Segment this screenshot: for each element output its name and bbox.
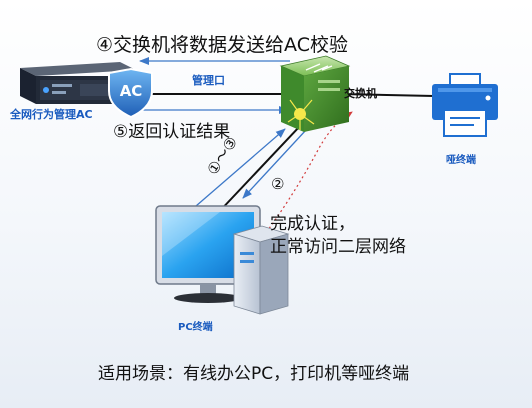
step4-label: ④交换机将数据发送给AC校验 <box>96 34 348 56</box>
desktop-computer-icon <box>155 205 290 315</box>
auth-done-line2: 正常访问二层网络 <box>270 237 406 257</box>
arrow-steps-1-3 <box>195 128 286 207</box>
mgmt-port-label: 管理口 <box>192 74 225 87</box>
pc-terminal-label: PC终端 <box>178 322 213 333</box>
pc-switch-link <box>215 125 301 216</box>
step2-label: ② <box>271 175 285 193</box>
switch-label: 交换机 <box>344 87 377 100</box>
dumb-terminal-label: 哑终端 <box>446 155 476 166</box>
ac-device-label: 全网行为管理AC <box>10 108 93 121</box>
step5-label: ⑤返回认证结果 <box>113 122 231 142</box>
dotted-access-path <box>212 111 353 297</box>
auth-done-line1: 完成认证， <box>270 214 355 234</box>
printer-icon <box>432 73 498 137</box>
scenario-caption: 适用场景：有线办公PC，打印机等哑终端 <box>98 364 410 384</box>
ac-badge-label: AC <box>119 82 143 100</box>
shield-icon <box>108 67 153 119</box>
arrow-step2 <box>242 129 307 199</box>
switch-printer-link <box>339 93 435 97</box>
network-switch-icon <box>279 55 351 132</box>
